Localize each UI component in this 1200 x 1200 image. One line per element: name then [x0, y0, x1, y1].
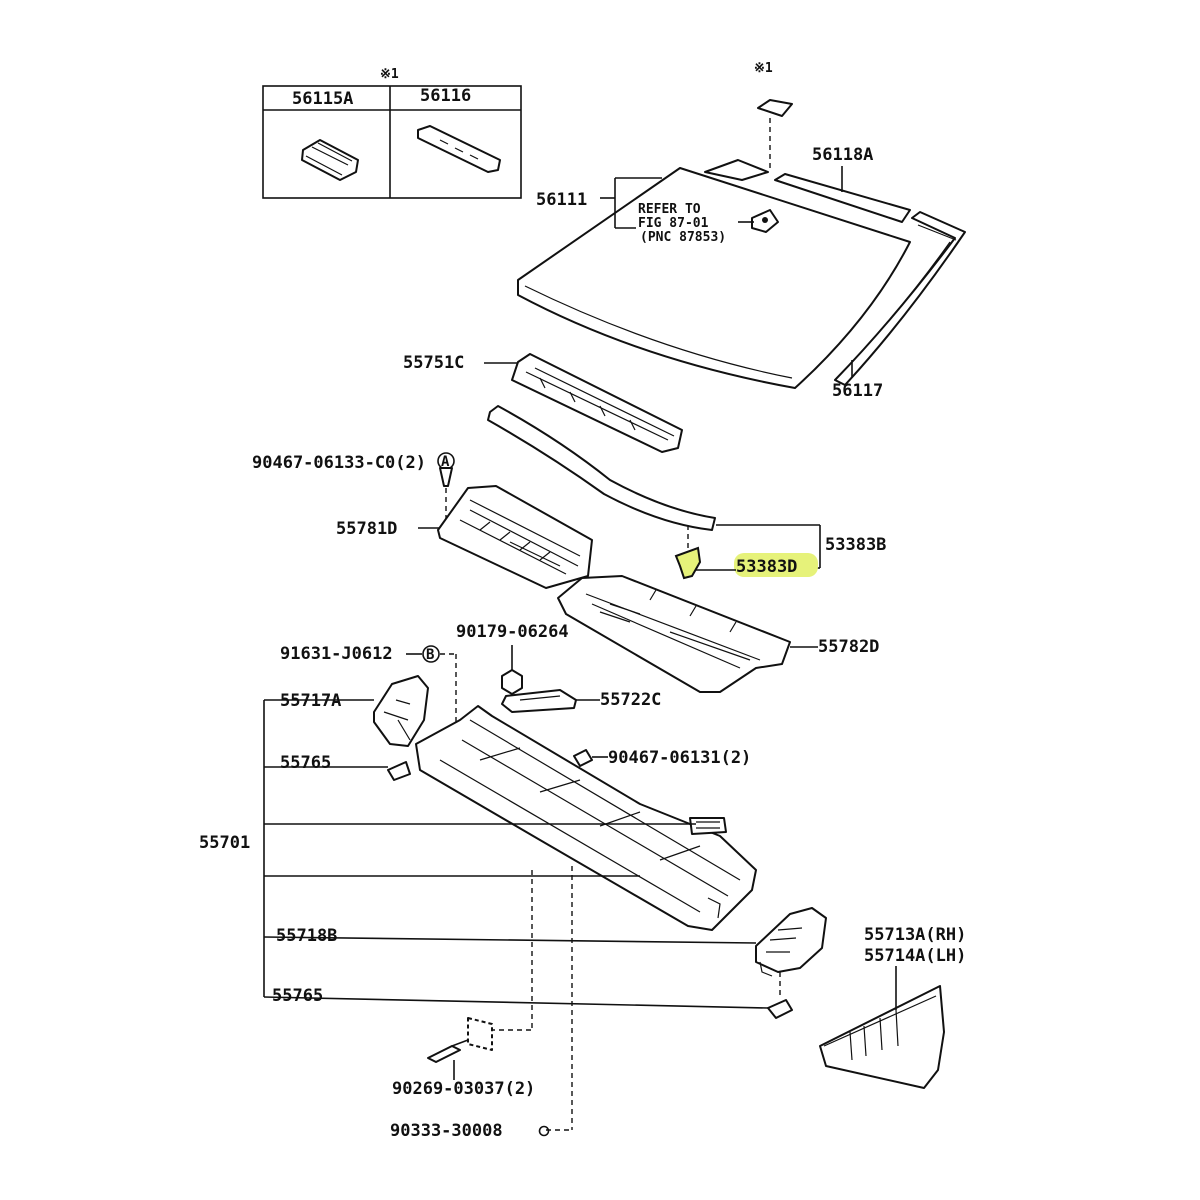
label-56111: 56111	[536, 190, 587, 210]
label-56118A: 56118A	[812, 145, 873, 165]
label-55765-lower: 55765	[272, 986, 323, 1006]
label-55718B: 55718B	[276, 926, 337, 946]
inset-table: ※1 56115A 56116	[262, 67, 522, 199]
clip-56115A	[301, 139, 359, 181]
label-55717A: 55717A	[280, 691, 341, 711]
pad-55765-lower	[767, 999, 793, 1019]
label-55751C: 55751C	[403, 353, 464, 373]
windshield-glass	[517, 167, 911, 389]
clip-mark1	[757, 99, 793, 117]
label-55782D: 55782D	[818, 637, 879, 657]
pad-55765-upper	[387, 761, 411, 781]
cowl-panel-55701	[415, 705, 757, 931]
strip-56116	[417, 125, 501, 173]
nut-90179	[501, 669, 523, 695]
highlight-53383D	[734, 553, 818, 577]
screw-90269	[427, 1017, 493, 1063]
circle-a: A	[441, 454, 450, 470]
seal-strip-53383B	[487, 405, 716, 531]
clip-90467-06131	[573, 749, 593, 767]
cowl-louver-55781D	[437, 485, 593, 589]
glass-mark: ※1	[754, 61, 773, 76]
label-91631-J0612: 91631-J0612	[280, 644, 393, 664]
side-panel-55713A	[819, 985, 945, 1089]
label-55713A: 55713A(RH)	[864, 925, 966, 945]
clip-90467-06133	[439, 467, 453, 487]
bracket-55718B	[755, 907, 827, 977]
refer-line3: (PNC 87853)	[640, 230, 726, 245]
label-56117: 56117	[832, 381, 883, 401]
label-55701: 55701	[199, 833, 250, 853]
refer-line1: REFER TO	[638, 202, 701, 217]
label-55714A: 55714A(LH)	[864, 946, 966, 966]
inset-col2-label: 56116	[420, 86, 471, 106]
inset-mark: ※1	[380, 67, 399, 82]
label-55765-upper: 55765	[280, 753, 331, 773]
label-55781D: 55781D	[336, 519, 397, 539]
label-55722C: 55722C	[600, 690, 661, 710]
label-53383B: 53383B	[825, 535, 886, 555]
cowl-seal-55751C	[511, 353, 683, 453]
inset-col1-label: 56115A	[292, 89, 353, 109]
label-90467-06133: 90467-06133-C0(2)	[252, 453, 426, 473]
label-90333-30008: 90333-30008	[390, 1121, 503, 1141]
glass-moulding	[704, 159, 966, 386]
circle-b: B	[426, 647, 434, 663]
label-90269-03037: 90269-03037(2)	[392, 1079, 535, 1099]
clip-53383D	[674, 525, 702, 580]
refer-line2: FIG 87-01	[638, 216, 709, 231]
bracket-55717A	[373, 675, 429, 747]
cowl-louver-55782D	[557, 575, 791, 693]
label-53383D: 53383D	[736, 557, 797, 577]
bracket-55722C	[501, 689, 577, 713]
label-90179-06264: 90179-06264	[456, 622, 569, 642]
label-90467-06131: 90467-06131(2)	[608, 748, 751, 768]
